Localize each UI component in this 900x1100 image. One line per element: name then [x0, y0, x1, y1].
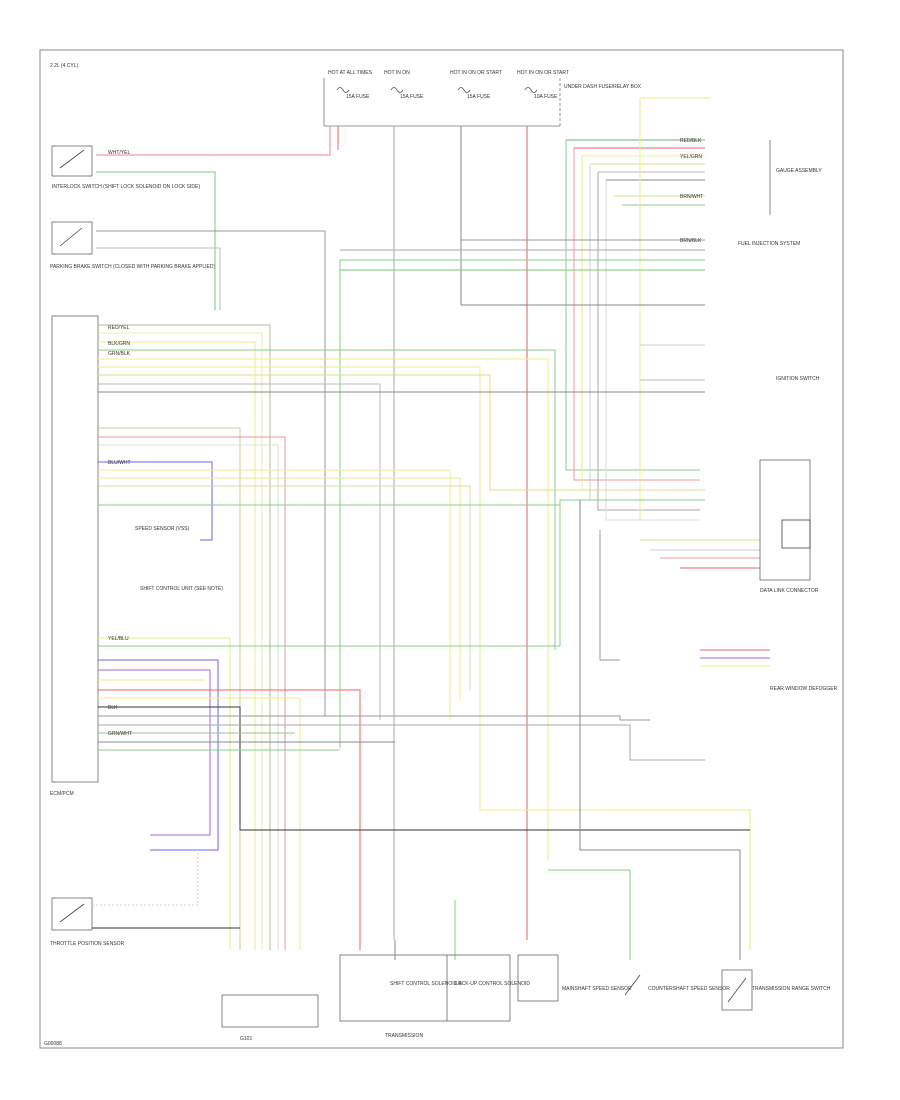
figure-id: G00088 [44, 1041, 62, 1047]
bottom-right-switches [624, 969, 753, 1011]
wires [96, 97, 770, 960]
wire-label-8: GRN/WHT [108, 731, 132, 737]
fuse-1-rating: 15A FUSE [346, 94, 370, 100]
gauge-assembly-label: GAUGE ASSEMBLY [776, 168, 822, 174]
mainshaft-label: MAINSHAFT SPEED SENSOR [562, 986, 632, 992]
right-components: GAUGE ASSEMBLY FUEL INJECTION SYSTEM IGN… [738, 140, 838, 692]
fuse-3-name: HOT IN ON OR START [450, 70, 502, 76]
fuse-box: HOT AT ALL TIMES HOT IN ON HOT IN ON OR … [323, 70, 642, 127]
ecm-label: ECM/PCM [50, 791, 74, 797]
fuse-box-label: UNDER DASH FUSE/RELAY BOX [564, 84, 642, 90]
lockup-solenoid-label: LOCK-UP CONTROL SOLENOID [455, 981, 530, 987]
gauge-connector-label: G101 [240, 1036, 252, 1042]
diagram-title: 2.2L (4 CYL) [50, 63, 78, 69]
rear-window-label: REAR WINDOW DEFOGGER [770, 686, 838, 692]
fuse-3-rating: 15A FUSE [467, 94, 491, 100]
fuse-4-rating: 10A FUSE [534, 94, 558, 100]
wire-label-9: BRN/BLK [680, 238, 702, 244]
interlock-switch-label: INTERLOCK SWITCH (SHIFT LOCK SOLENOID ON… [52, 184, 200, 190]
fuel-injection-label: FUEL INJECTION SYSTEM [738, 241, 800, 247]
wire-label-10: RED/BLK [680, 138, 702, 144]
bottom-connectors [221, 954, 559, 1028]
data-link-label: DATA LINK CONNECTOR [760, 588, 819, 594]
ignition-switch-label: IGNITION SWITCH [776, 376, 820, 382]
wire-label-12: BRN/WHT [680, 194, 703, 200]
throttle-sensor [51, 850, 240, 931]
fuse-4-name: HOT IN ON OR START [517, 70, 569, 76]
countershaft-label: COUNTERSHAFT SPEED SENSOR [648, 986, 730, 992]
ecm-box: ECM/PCM [50, 315, 99, 797]
wire-label-5: BLU/WHT [108, 460, 131, 466]
fuse-2-name: HOT IN ON [384, 70, 410, 76]
wire-label-6: YEL/BLU [108, 636, 129, 642]
wire-label-3: BLK/GRN [108, 341, 130, 347]
transmission-label: TRANSMISSION [385, 1033, 423, 1039]
parking-brake-label: PARKING BRAKE SWITCH (CLOSED WITH PARKIN… [50, 264, 215, 270]
range-switch-label: TRANSMISSION RANGE SWITCH [752, 986, 831, 992]
fuse-1-name: HOT AT ALL TIMES [328, 70, 373, 76]
diagram-border [39, 49, 844, 1049]
wire-label-1: WHT/YEL [108, 150, 130, 156]
interlock-switch: INTERLOCK SWITCH (SHIFT LOCK SOLENOID ON… [51, 145, 200, 190]
wire-label-2: RED/YEL [108, 325, 130, 331]
parking-brake-switch: PARKING BRAKE SWITCH (CLOSED WITH PARKIN… [50, 221, 215, 270]
fuse-2-rating: 15A FUSE [400, 94, 424, 100]
wire-label-11: YEL/GRN [680, 154, 702, 160]
shift-control-label: SHIFT CONTROL UNIT (SEE NOTE) [140, 586, 223, 592]
shift-solenoid-label: SHIFT CONTROL SOLENOID A [390, 981, 462, 987]
wire-label-4: GRN/BLK [108, 351, 131, 357]
speed-sensor-label: SPEED SENSOR (VSS) [135, 526, 190, 532]
wire-label-7: BLK [108, 705, 118, 711]
throttle-sensor-label: THROTTLE POSITION SENSOR [50, 941, 125, 947]
